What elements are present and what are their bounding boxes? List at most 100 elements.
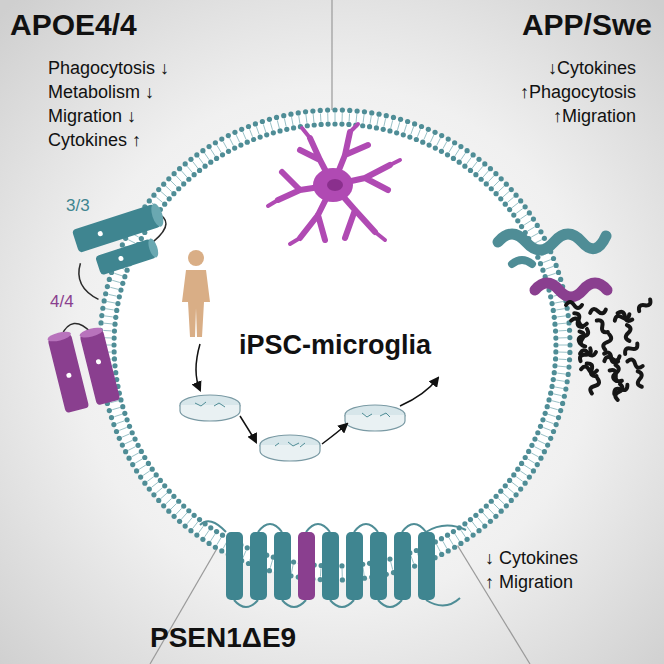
lipid-head (523, 481, 528, 486)
lipid-tail (342, 113, 343, 121)
lipid-head (553, 356, 558, 361)
amyloid-fibrils (498, 234, 607, 297)
lipid-head (526, 449, 531, 454)
lipid-head (319, 122, 324, 127)
lipid-head (531, 216, 536, 221)
lipid-head (200, 148, 205, 153)
lipid-head (226, 133, 231, 138)
lipid-head (493, 514, 498, 519)
lipid-head (181, 181, 186, 186)
lipid-head (325, 122, 330, 127)
lipid-head (103, 291, 108, 296)
lipid-tail (516, 209, 522, 214)
lipid-tail (548, 273, 556, 275)
lipid-tail (205, 153, 209, 160)
lipid-head (538, 456, 543, 461)
lipid-head (498, 489, 503, 494)
lipid-tail (559, 337, 567, 338)
lipid-head (538, 261, 543, 266)
lipid-tail (449, 538, 453, 545)
lipid-head (220, 533, 225, 538)
lipid-head (176, 186, 181, 191)
lipid-tail (363, 115, 364, 123)
lipid-head (553, 342, 558, 347)
lipid-head (183, 161, 188, 166)
effect-item: Metabolism ↓ (48, 82, 154, 103)
aggregate-fragment (614, 311, 631, 323)
lipid-tail (558, 323, 566, 325)
lipid-tail (512, 203, 518, 208)
lipid-tail (478, 166, 483, 172)
lipid-head (567, 350, 572, 355)
lipid-head (515, 467, 520, 472)
lipid-tail (187, 166, 192, 172)
lipid-head (124, 268, 129, 273)
aggregate-fragment (595, 318, 610, 334)
lipid-tail (531, 233, 538, 237)
lipid-head (126, 456, 131, 461)
lipid-head (381, 127, 386, 132)
lipid-tail (559, 359, 567, 361)
lipid-head (369, 110, 374, 115)
transmembrane-helix (418, 532, 435, 600)
lipid-tail (166, 186, 172, 191)
lipid-tail (109, 294, 117, 296)
genotype-panel: APOE4/4Phagocytosis ↓Metabolism ↓Migrati… (0, 0, 332, 300)
lipid-head (166, 176, 171, 181)
lipid-head (504, 503, 509, 508)
lipid-tail (182, 513, 187, 519)
aggregate-fragment (602, 334, 612, 351)
lipid-tail (535, 447, 542, 451)
aggregate-fragment (571, 318, 588, 327)
lipid-tail (104, 323, 112, 325)
lipid-tail (461, 153, 465, 160)
lipid-tail (543, 260, 550, 263)
lipid-tail (243, 132, 246, 139)
lipid-head (515, 218, 520, 223)
lipid-tail (488, 176, 493, 182)
lipid-head (553, 349, 558, 354)
lipid-tail (114, 414, 122, 416)
transmembrane-helix (274, 532, 291, 600)
lipid-head (549, 301, 554, 306)
lipid-tail (217, 145, 221, 152)
lipid-head (387, 556, 392, 561)
lipid-head (548, 294, 553, 299)
lipid-tail (411, 127, 414, 135)
lipid-head (112, 322, 117, 327)
lipid-head (426, 142, 431, 147)
lipid-head (107, 277, 112, 282)
lipid-head (130, 462, 135, 467)
lipid-tail (520, 215, 527, 219)
lipid-head (494, 494, 499, 499)
lipid-head (535, 430, 540, 435)
lipid-head (238, 142, 243, 147)
lipid-head (99, 313, 104, 318)
lipid-head (176, 499, 181, 504)
lipid-head (518, 198, 523, 203)
lipid-head (503, 483, 508, 488)
lipid-head (482, 161, 487, 166)
lipid-head (188, 157, 193, 162)
lipid-head (376, 112, 381, 117)
lipid-tail (182, 171, 187, 177)
lipid-head (267, 568, 272, 573)
lipid-head (194, 533, 199, 538)
lipid-head (208, 525, 213, 530)
lipid-head (511, 212, 516, 217)
aggregate-fragment (615, 384, 623, 401)
lipid-head (158, 478, 163, 483)
lipid-head (538, 424, 543, 429)
lipid-head (172, 514, 177, 519)
lipid-head (288, 112, 293, 117)
lipid-head (197, 517, 202, 522)
lipid-tail (256, 127, 259, 135)
lipid-tail (327, 113, 328, 121)
lipid-head (245, 140, 250, 145)
lipid-head (479, 177, 484, 182)
lipid-head (567, 335, 572, 340)
lipid-head (177, 519, 182, 524)
lipid-tail (103, 330, 111, 332)
lipid-tail (559, 345, 567, 346)
lipid-head (271, 130, 276, 135)
